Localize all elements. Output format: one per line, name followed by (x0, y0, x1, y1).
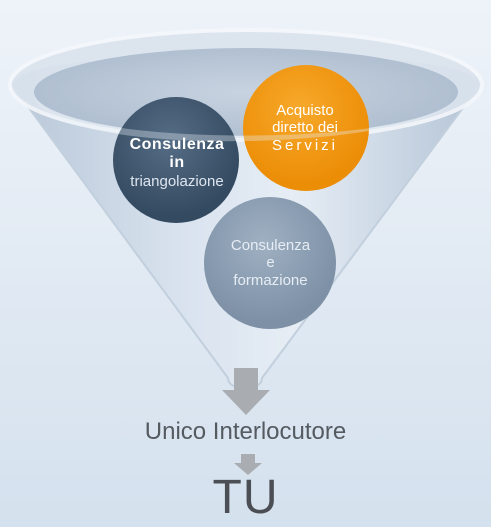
label-consulenza-triangolazione: Consulenza in triangolazione (112, 118, 242, 208)
result-label: Unico Interlocutore (144, 418, 347, 445)
label-acquisto-diretto: Acquisto diretto dei Servizi (240, 88, 370, 168)
circle-consulenza-triangolazione (113, 97, 239, 223)
label-line: diretto dei (272, 119, 338, 137)
label-line: Consulenza (129, 135, 225, 153)
label-line: Consulenza (230, 237, 311, 255)
down-arrow-small (234, 454, 262, 475)
label-line: Acquisto (276, 102, 334, 120)
label-line: in (169, 154, 185, 172)
label-line: Servizi (271, 136, 338, 154)
circle-acquisto-diretto (243, 65, 369, 191)
circle-consulenza-formazione (204, 197, 336, 329)
label-line: triangolazione (130, 172, 224, 190)
label-consulenza-formazione: Consulenza e formazione (203, 222, 338, 304)
label-line: e (266, 254, 275, 272)
label-line: formazione (233, 271, 308, 289)
final-label: TU (212, 471, 279, 524)
down-arrow-large (222, 368, 270, 415)
